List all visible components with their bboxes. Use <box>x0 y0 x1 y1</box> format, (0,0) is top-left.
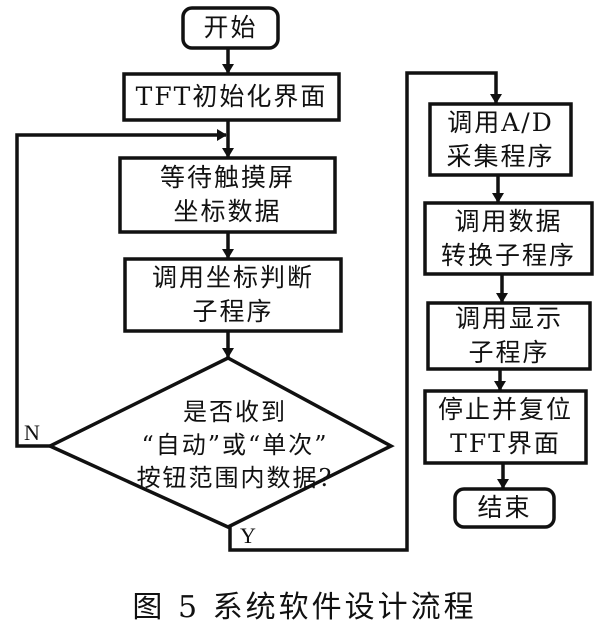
call-coord-line-2: 子程序 <box>192 297 274 326</box>
call-display-box-shape <box>426 301 592 371</box>
yes-branch-label: Y <box>240 523 256 548</box>
call-convert-node: 调用数据 转换子程序 <box>425 203 592 274</box>
figure-caption: 图 5 系统软件设计流程 <box>132 590 477 625</box>
decision-node: 是否收到 “自动”或“单次” 按钮范围内数据? <box>90 390 380 500</box>
end-label: 结束 <box>477 493 532 522</box>
stop-reset-box-shape <box>423 389 588 465</box>
no-branch-label: N <box>24 420 40 445</box>
decision-line-2: “自动”或“单次” <box>141 430 329 459</box>
call-convert-line-1: 调用数据 <box>454 206 563 236</box>
call-ad-node: 调用A/D 采集程序 <box>430 104 571 175</box>
call-display-line-2: 子程序 <box>468 338 550 367</box>
start-terminal-shape <box>181 6 280 50</box>
wait-touch-line-2: 坐标数据 <box>173 197 282 226</box>
edge-decision-yes-path <box>228 71 502 552</box>
call-display-node: 调用显示 子程序 <box>428 303 590 369</box>
end-terminal-shape <box>453 487 556 529</box>
edge-decision-no-loop <box>15 129 227 448</box>
decision-line-3: 按钮范围内数据? <box>136 463 334 492</box>
start-label: 开始 <box>203 13 258 42</box>
end-node: 结束 <box>455 489 554 527</box>
wait-touch-line-1: 等待触摸屏 <box>159 163 295 192</box>
tft-init-box-shape <box>122 72 341 122</box>
call-ad-line-2: 采集程序 <box>446 141 555 171</box>
call-coord-node: 调用坐标判断 子程序 <box>125 259 341 331</box>
call-convert-line-2: 转换子程序 <box>440 240 576 270</box>
wait-touch-node: 等待触摸屏 坐标数据 <box>120 158 335 232</box>
stop-reset-node: 停止并复位 TFT界面 <box>425 391 586 463</box>
call-display-line-1: 调用显示 <box>454 304 563 333</box>
call-coord-box-shape <box>123 257 343 333</box>
decision-diamond-shape <box>45 356 395 529</box>
tft-init-node: TFT初始化界面 <box>124 74 339 120</box>
tft-init-label: TFT初始化界面 <box>135 82 328 111</box>
stop-reset-line-1: 停止并复位 <box>437 395 573 424</box>
start-node: 开始 <box>183 8 278 48</box>
decision-line-1: 是否收到 <box>183 397 287 426</box>
call-convert-box-shape <box>423 201 594 276</box>
call-coord-line-1: 调用坐标判断 <box>151 263 314 292</box>
call-ad-box-shape <box>428 102 573 177</box>
stop-reset-line-2: TFT界面 <box>450 429 561 458</box>
call-ad-line-1: 调用A/D <box>447 107 554 137</box>
